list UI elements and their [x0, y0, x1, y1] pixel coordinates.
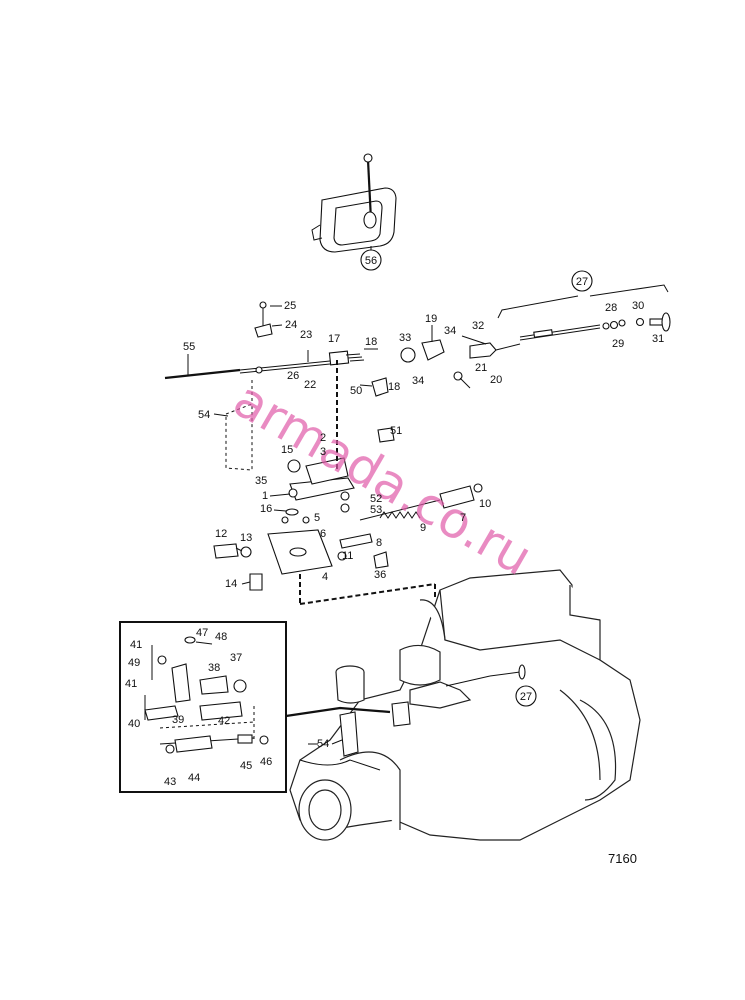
part-label: 47 [196, 627, 208, 639]
part-label: 48 [215, 631, 227, 643]
part-label: 28 [605, 302, 617, 314]
part-label: 53 [370, 504, 382, 516]
part-label: 52 [370, 493, 382, 505]
part-label: 21 [475, 362, 487, 374]
part-label: 10 [479, 498, 491, 510]
part-label: 19 [425, 313, 437, 325]
part-label: 40 [128, 718, 140, 730]
part-label: 31 [652, 333, 664, 345]
part-label: 15 [281, 444, 293, 456]
part-label: 7 [460, 512, 466, 524]
part-label: 14 [225, 578, 237, 590]
part-label: 42 [218, 715, 230, 727]
part-label: 34 [412, 375, 424, 387]
part-label: 1 [262, 490, 268, 502]
part-label: 30 [632, 300, 644, 312]
part-label: 36 [374, 569, 386, 581]
part-label: 41 [130, 639, 142, 651]
part-label: 3 [320, 446, 326, 458]
part-label: 39 [172, 714, 184, 726]
part-label: 26 [287, 370, 299, 382]
part-label: 46 [260, 756, 272, 768]
part-label: 13 [240, 532, 252, 544]
part-label: 25 [284, 300, 296, 312]
engine-illustration [285, 569, 641, 841]
part-label: 29 [612, 338, 624, 350]
part-label: 20 [490, 374, 502, 386]
part-label: 34 [444, 325, 456, 337]
adjusting-part-group-27 [497, 270, 671, 341]
callout-27-top-label: 27 [576, 276, 588, 288]
part-label: 16 [260, 503, 272, 515]
part-label: 43 [164, 776, 176, 788]
part-label: 54 [198, 409, 210, 421]
part-label: 35 [255, 475, 267, 487]
part-label: 55 [183, 341, 195, 353]
inset-detail-box [119, 621, 287, 793]
part-label: 38 [208, 662, 220, 674]
part-label: 4 [322, 571, 328, 583]
part-label: 54 [317, 738, 329, 750]
part-label: 6 [320, 528, 326, 540]
part-label: 44 [188, 772, 200, 784]
figure-number: 7160 [608, 851, 637, 866]
part-label: 45 [240, 760, 252, 772]
leader-lines [187, 305, 487, 745]
part-label: 41 [125, 678, 137, 690]
part-label: 11 [342, 550, 353, 562]
part-label: 32 [472, 320, 484, 332]
part-label: 50 [350, 385, 362, 397]
part-label: 37 [230, 652, 242, 664]
part-label: 12 [215, 528, 227, 540]
part-label: 17 [328, 333, 340, 345]
callout-27-engine-label: 27 [520, 691, 532, 703]
part-label: 22 [304, 379, 316, 391]
part-label: 8 [376, 537, 382, 549]
part-label: 33 [399, 332, 411, 344]
control-lever-unit [311, 153, 397, 271]
central-lever-assembly [213, 360, 436, 605]
part-labels: 1 2 3 4 5 6 7 8 9 10 11 12 13 14 15 16 1… [125, 300, 664, 788]
part-label: 23 [300, 329, 312, 341]
part-label: 18 [388, 381, 400, 393]
callout-56-label: 56 [365, 255, 377, 267]
spring-shaft-assembly [337, 483, 483, 569]
part-label: 24 [285, 319, 297, 331]
part-label: 51 [390, 425, 402, 437]
upper-linkage-assembly [164, 301, 521, 443]
cable-bracket-54 [225, 380, 253, 471]
part-label: 2 [320, 432, 326, 444]
part-label: 18 [365, 336, 377, 348]
part-label: 9 [420, 522, 426, 534]
part-label: 49 [128, 657, 140, 669]
part-label: 5 [314, 512, 320, 524]
